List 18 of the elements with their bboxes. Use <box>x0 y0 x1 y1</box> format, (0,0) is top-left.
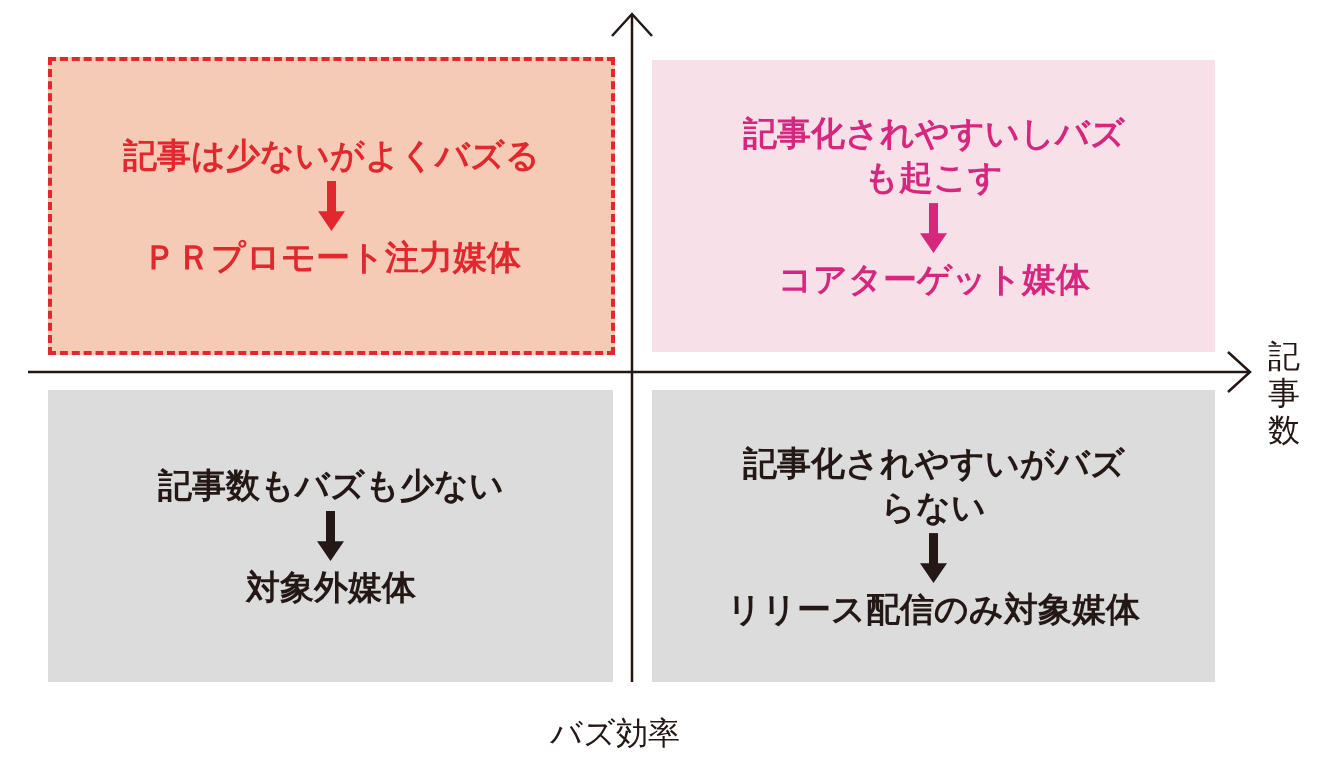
axis-label: 記事数 <box>1268 338 1301 449</box>
quadrant-text: リリース配信のみ対象媒体 <box>727 587 1140 632</box>
down-arrow <box>318 181 345 231</box>
quadrant-text: 記事は少ないがよくバズる <box>123 132 540 177</box>
quadrant-box <box>48 57 615 355</box>
down-arrow <box>920 533 947 584</box>
quadrant-box <box>652 390 1215 682</box>
quadrant-text: ＰＲプロモート注力媒体 <box>142 235 521 280</box>
down-arrow <box>920 203 947 254</box>
quadrant-text: 対象外媒体 <box>245 565 416 610</box>
quadrant-text: コアターゲット媒体 <box>777 257 1090 302</box>
quadrant-box <box>48 390 613 682</box>
quadrant-text: 記事化されやすいがバズらない <box>738 440 1129 530</box>
quadrant-box <box>652 60 1215 352</box>
quadrant-text: 記事数もバズも少ない <box>157 462 504 507</box>
down-arrow <box>317 511 344 561</box>
quadrant-text: 記事化されやすいしバズも起こす <box>738 110 1129 200</box>
axis-label: バズ効率 <box>550 713 680 754</box>
